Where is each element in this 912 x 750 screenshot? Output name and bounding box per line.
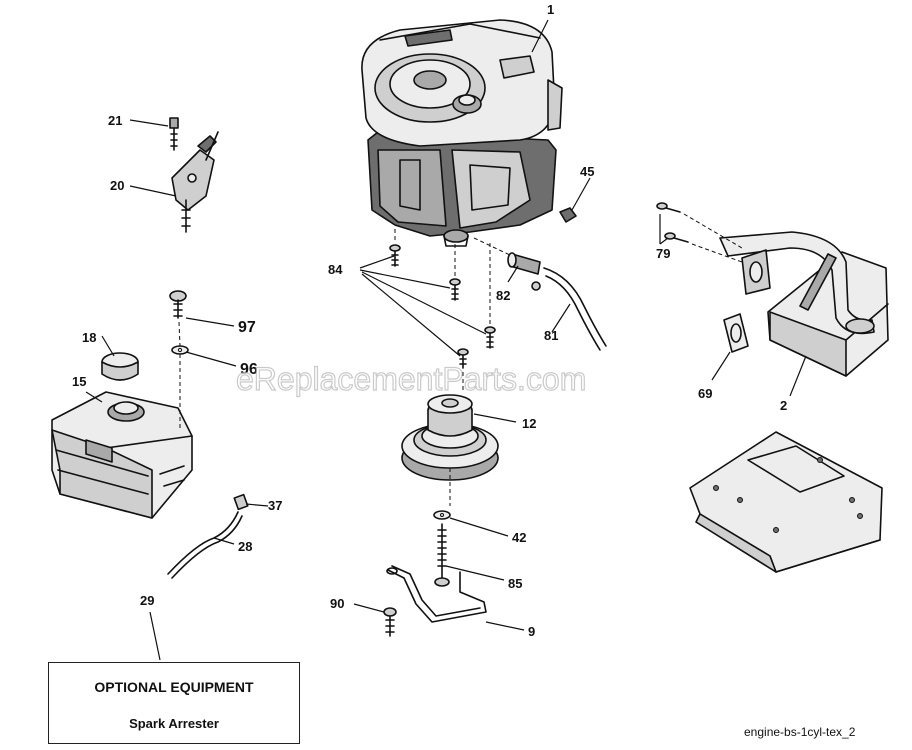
leader-lines [85, 19, 807, 661]
bracket-illustration [383, 565, 487, 637]
throttle-control-illustration [169, 117, 219, 233]
pulley-bolt-illustration [433, 510, 451, 587]
callout-fuel-tank: 15 [72, 374, 86, 389]
callout-control-bolt: 21 [108, 113, 122, 128]
drain-assembly-illustration [473, 207, 607, 351]
callout-fuel-line: 28 [238, 539, 252, 554]
muffler-illustration [719, 231, 889, 377]
optional-equipment-title: OPTIONAL EQUIPMENT [94, 679, 254, 695]
callout-muffler-gasket: 69 [698, 386, 712, 401]
callout-muffler: 2 [780, 398, 787, 413]
callout-deflector-bracket: 9 [528, 624, 535, 639]
callout-nut: 45 [580, 164, 594, 179]
engine-bolts-illustration [389, 226, 496, 390]
callout-bracket-bolt: 90 [330, 596, 344, 611]
callout-pulley-bolt: 85 [508, 576, 522, 591]
muffler-gasket-illustration [723, 313, 749, 353]
callout-washer: 42 [512, 530, 526, 545]
pulley-illustration [401, 394, 499, 506]
callout-spark-arrester: 29 [140, 593, 154, 608]
callout-throttle-control: 20 [110, 178, 124, 193]
optional-equipment-box: OPTIONAL EQUIPMENT Spark Arrester [48, 662, 300, 744]
exhaust-bolts-illustration [656, 202, 743, 263]
fuel-tank-illustration [51, 391, 193, 519]
fuel-cap-illustration [101, 352, 139, 381]
callout-drain-hose: 81 [544, 328, 558, 343]
callout-engine: 1 [547, 2, 554, 17]
callout-fuel-cap: 18 [82, 330, 96, 345]
callout-engine-bolts: 84 [328, 262, 343, 277]
callout-pulley: 12 [522, 416, 536, 431]
fuel-line-illustration [167, 493, 249, 579]
watermark: eReplacementParts.com [236, 361, 586, 397]
tank-hardware-illustration [169, 290, 189, 430]
optional-equipment-item: Spark Arrester [129, 716, 219, 731]
diagram-reference-code: engine-bs-1cyl-tex_2 [744, 725, 856, 739]
callout-labels: 1 21 20 45 79 84 82 81 97 96 18 15 69 2 … [72, 2, 787, 639]
callout-tank-bolt: 97 [238, 319, 256, 336]
engine-illustration [361, 19, 563, 247]
callout-exhaust-bolts: 79 [656, 246, 670, 261]
callout-drain-valve: 82 [496, 288, 510, 303]
callout-line-clamp: 37 [268, 498, 282, 513]
callout-tank-washer: 96 [240, 361, 258, 378]
engine-mount-plate-illustration [689, 431, 883, 573]
